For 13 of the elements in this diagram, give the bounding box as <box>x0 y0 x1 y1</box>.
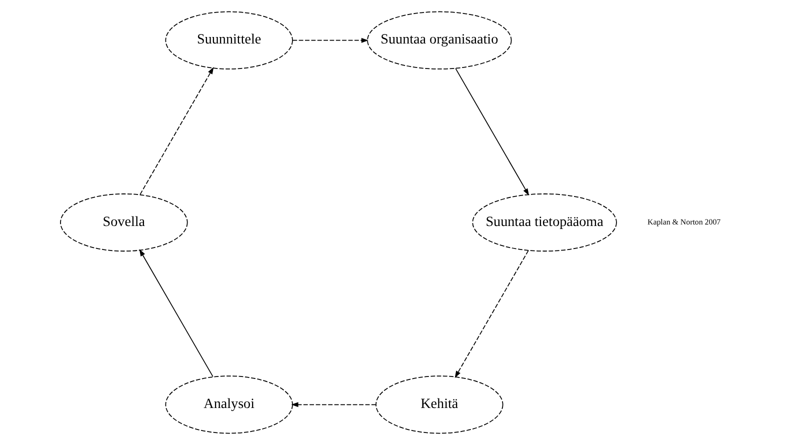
node-ellipse: Suunnittele <box>165 11 293 70</box>
node-ellipse: Analysoi <box>165 376 293 434</box>
arrow <box>292 38 368 43</box>
node-ellipse: Sovella <box>60 193 188 252</box>
label: Kaplan & Norton 2007 <box>648 217 721 226</box>
arrow <box>291 402 376 408</box>
arrow <box>455 68 529 196</box>
node-ellipse: Suuntaa organisaatio <box>367 11 512 70</box>
node-ellipse: Suuntaa tietopääoma <box>472 193 617 252</box>
node-ellipse: Kehitä <box>376 376 504 434</box>
arrow <box>139 249 214 378</box>
arrow <box>454 250 529 378</box>
arrow <box>140 67 214 195</box>
